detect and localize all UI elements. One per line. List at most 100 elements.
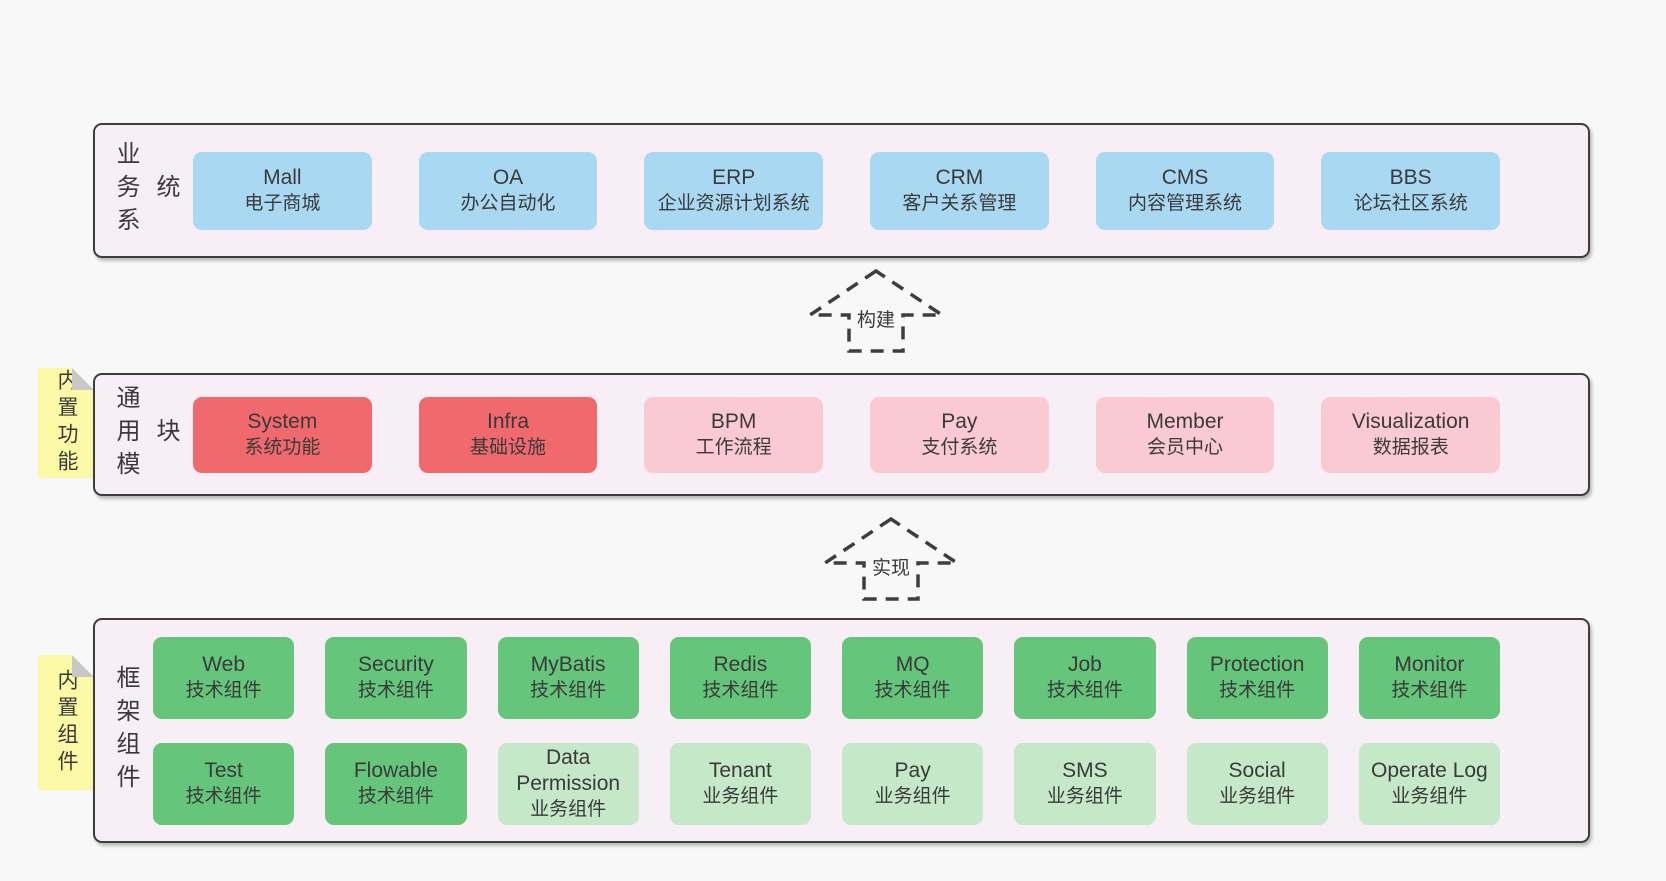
box-pay-module: Pay 支付系统 xyxy=(870,396,1049,473)
box-mall-desc: 电子商城 xyxy=(244,193,321,214)
box-operate-log-name: Operate Log xyxy=(1370,759,1488,782)
box-social-name: Social xyxy=(1228,759,1286,782)
box-flowable-desc: 技术组件 xyxy=(357,786,434,807)
implement-arrow: 实现 xyxy=(821,516,961,602)
folded-corner-icon xyxy=(72,368,94,390)
box-pay-component-desc: 业务组件 xyxy=(874,786,951,807)
box-cms-desc: 内容管理系统 xyxy=(1128,193,1243,214)
box-bpm-name: BPM xyxy=(710,410,757,433)
box-pay-module-desc: 支付系统 xyxy=(921,437,998,458)
box-redis: Redis 技术组件 xyxy=(669,636,811,719)
box-crm-desc: 客户关系管理 xyxy=(902,193,1017,214)
box-web-desc: 技术组件 xyxy=(185,680,262,701)
common-modules-panel: 通用模块 System 系统功能 Infra 基础设施 BPM 工作流程 Pay… xyxy=(93,373,1590,496)
framework-components-label: 框架组件 xyxy=(112,664,139,797)
box-member-desc: 会员中心 xyxy=(1147,437,1224,458)
common-modules-label: 通用模块 xyxy=(112,385,179,484)
up-arrow-icon xyxy=(821,516,961,601)
box-system: System 系统功能 xyxy=(193,396,372,473)
box-tenant-name: Tenant xyxy=(708,759,772,782)
box-mall: Mall 电子商城 xyxy=(193,151,372,230)
box-mybatis: MyBatis 技术组件 xyxy=(497,636,639,719)
box-mall-name: Mall xyxy=(263,166,302,189)
box-data-permission: Data Permission 业务组件 xyxy=(497,742,639,825)
box-cms-name: CMS xyxy=(1161,166,1209,189)
box-sms-name: SMS xyxy=(1062,759,1108,782)
folded-corner-icon xyxy=(72,655,94,677)
box-web: Web 技术组件 xyxy=(153,636,295,719)
box-mq-desc: 技术组件 xyxy=(874,680,951,701)
box-operate-log-desc: 业务组件 xyxy=(1391,786,1468,807)
box-security-name: Security xyxy=(357,653,434,676)
box-security-desc: 技术组件 xyxy=(357,680,434,701)
box-data-permission-desc: 业务组件 xyxy=(530,799,607,820)
box-monitor-desc: 技术组件 xyxy=(1391,680,1468,701)
box-infra-desc: 基础设施 xyxy=(470,437,547,458)
builtin-components-tag: 内置组件 xyxy=(38,655,94,790)
box-mq: MQ 技术组件 xyxy=(842,636,984,719)
builtin-components-tag-text: 内置组件 xyxy=(55,668,78,777)
box-pay-component: Pay 业务组件 xyxy=(842,742,984,825)
box-monitor-name: Monitor xyxy=(1394,653,1465,676)
box-protection-name: Protection xyxy=(1209,653,1305,676)
box-social: Social 业务组件 xyxy=(1186,742,1328,825)
box-job-name: Job xyxy=(1067,653,1102,676)
box-system-name: System xyxy=(247,410,318,433)
box-redis-desc: 技术组件 xyxy=(702,680,779,701)
box-visualization-desc: 数据报表 xyxy=(1372,437,1449,458)
box-pay-module-name: Pay xyxy=(941,410,978,433)
box-erp-name: ERP xyxy=(712,166,756,189)
box-tenant: Tenant 业务组件 xyxy=(669,742,811,825)
box-mybatis-name: MyBatis xyxy=(530,653,606,676)
box-redis-name: Redis xyxy=(713,653,768,676)
builtin-features-tag-text: 内置功能 xyxy=(55,369,78,477)
box-bpm: BPM 工作流程 xyxy=(644,396,824,473)
box-social-desc: 业务组件 xyxy=(1219,786,1296,807)
builtin-features-tag: 内置功能 xyxy=(38,368,94,478)
box-sms: SMS 业务组件 xyxy=(1014,742,1156,825)
box-protection-desc: 技术组件 xyxy=(1219,680,1296,701)
box-pay-component-name: Pay xyxy=(894,759,931,782)
box-mybatis-desc: 技术组件 xyxy=(530,680,607,701)
box-test-name: Test xyxy=(204,759,243,782)
box-system-desc: 系统功能 xyxy=(244,437,321,458)
box-crm-name: CRM xyxy=(935,166,984,189)
box-monitor: Monitor 技术组件 xyxy=(1358,636,1500,719)
box-operate-log: Operate Log 业务组件 xyxy=(1358,742,1500,825)
box-crm: CRM 客户关系管理 xyxy=(870,151,1049,230)
box-bbs-name: BBS xyxy=(1389,166,1432,189)
framework-components-panel: 框架组件 Web 技术组件 Security 技术组件 MyBatis 技术组件… xyxy=(93,618,1590,843)
business-systems-panel: 业务系统 Mall 电子商城 OA 办公自动化 ERP 企业资源计划系统 CRM… xyxy=(93,123,1590,258)
box-protection: Protection 技术组件 xyxy=(1186,636,1328,719)
box-visualization: Visualization 数据报表 xyxy=(1321,396,1501,473)
up-arrow-icon xyxy=(806,268,946,353)
box-data-permission-name: Data Permission xyxy=(516,746,621,795)
box-cms: CMS 内容管理系统 xyxy=(1095,151,1275,230)
box-bpm-desc: 工作流程 xyxy=(695,437,772,458)
implement-arrow-label: 实现 xyxy=(867,552,915,581)
box-security: Security 技术组件 xyxy=(325,636,467,719)
box-test: Test 技术组件 xyxy=(153,742,295,825)
box-flowable: Flowable 技术组件 xyxy=(325,742,467,825)
box-oa: OA 办公自动化 xyxy=(418,151,598,230)
box-sms-desc: 业务组件 xyxy=(1046,786,1123,807)
box-erp-desc: 企业资源计划系统 xyxy=(657,193,810,214)
box-flowable-name: Flowable xyxy=(353,759,438,782)
box-member: Member 会员中心 xyxy=(1095,396,1275,473)
box-oa-desc: 办公自动化 xyxy=(460,193,556,214)
box-web-name: Web xyxy=(202,653,246,676)
box-tenant-desc: 业务组件 xyxy=(702,786,779,807)
box-bbs-desc: 论坛社区系统 xyxy=(1353,193,1468,214)
box-visualization-name: Visualization xyxy=(1351,410,1470,433)
box-test-desc: 技术组件 xyxy=(185,786,262,807)
box-bbs: BBS 论坛社区系统 xyxy=(1321,151,1501,230)
box-member-name: Member xyxy=(1146,410,1224,433)
box-mq-name: MQ xyxy=(895,653,930,676)
box-infra: Infra 基础设施 xyxy=(418,396,598,473)
box-job: Job 技术组件 xyxy=(1014,636,1156,719)
box-oa-name: OA xyxy=(492,166,524,189)
business-systems-label: 业务系统 xyxy=(112,141,179,240)
box-infra-name: Infra xyxy=(486,410,530,433)
build-arrow: 构建 xyxy=(806,268,946,354)
build-arrow-label: 构建 xyxy=(852,304,900,333)
